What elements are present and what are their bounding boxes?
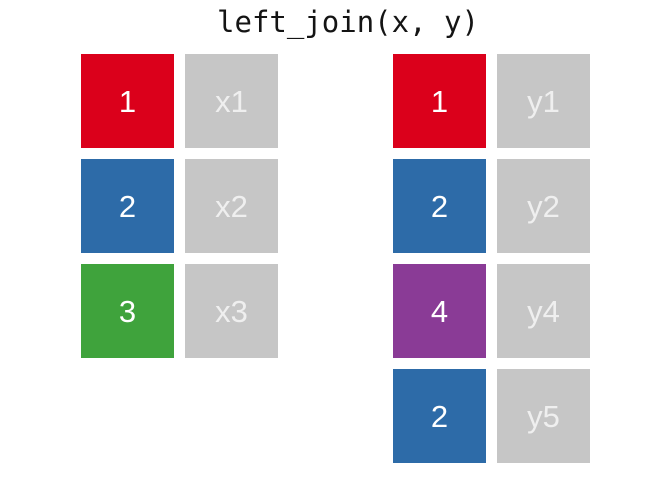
table-y: 1 y1 2 y2 4 y4 2 y5	[393, 54, 590, 463]
value-cell: y5	[497, 369, 590, 463]
table-y-row-1: 1 y1	[393, 54, 590, 148]
value-cell: x1	[185, 54, 278, 148]
table-y-row-2: 2 y2	[393, 159, 590, 253]
key-cell: 3	[81, 264, 174, 358]
key-cell: 1	[81, 54, 174, 148]
table-x: 1 x1 2 x2 3 x3	[81, 54, 278, 358]
value-cell: y4	[497, 264, 590, 358]
diagram-title: left_join(x, y)	[217, 5, 479, 39]
key-cell: 2	[393, 369, 486, 463]
table-x-row-1: 1 x1	[81, 54, 278, 148]
table-x-row-2: 2 x2	[81, 159, 278, 253]
key-cell: 2	[81, 159, 174, 253]
key-cell: 4	[393, 264, 486, 358]
value-cell: x3	[185, 264, 278, 358]
table-y-row-4: 2 y5	[393, 369, 590, 463]
value-cell: x2	[185, 159, 278, 253]
value-cell: y2	[497, 159, 590, 253]
table-y-row-3: 4 y4	[393, 264, 590, 358]
key-cell: 1	[393, 54, 486, 148]
key-cell: 2	[393, 159, 486, 253]
value-cell: y1	[497, 54, 590, 148]
table-x-row-3: 3 x3	[81, 264, 278, 358]
